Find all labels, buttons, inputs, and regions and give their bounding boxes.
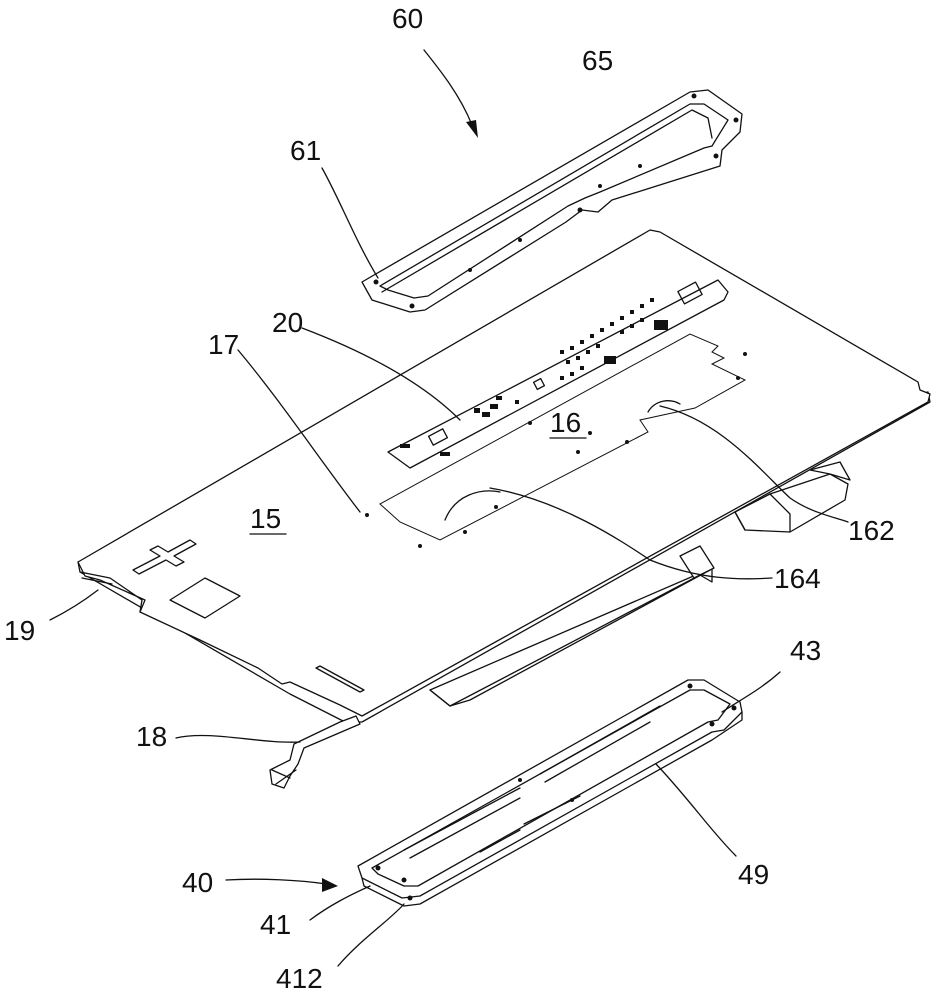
label-20: 20 — [272, 307, 303, 338]
leader-19 — [49, 589, 99, 621]
cover-outline — [361, 89, 743, 313]
flex-18 — [269, 715, 361, 789]
leader-lines — [49, 49, 849, 967]
region-16 — [365, 333, 747, 548]
leader-162 — [659, 405, 849, 523]
board-components — [400, 298, 668, 456]
flex-cables — [429, 461, 851, 707]
board-chip-small — [532, 377, 546, 391]
leader-49 — [655, 763, 737, 857]
label-60: 60 — [392, 3, 423, 34]
tray-holes — [375, 683, 737, 901]
panel-square-window — [169, 577, 241, 619]
tray-inner — [371, 689, 731, 887]
tray-outline — [357, 679, 743, 899]
leader-18 — [175, 734, 301, 743]
leader-164 — [489, 487, 773, 580]
label-49: 49 — [738, 859, 769, 890]
cover-65 — [361, 89, 743, 313]
panel-edge-step — [79, 571, 143, 613]
cover-holes — [373, 93, 739, 309]
panel-top-surface — [77, 229, 931, 717]
board-chip — [427, 428, 449, 446]
label-65: 65 — [582, 45, 613, 76]
tray-side-49 — [361, 711, 743, 907]
region-opening-b — [444, 490, 501, 521]
label-15: 15 — [250, 503, 281, 534]
leader-40 — [225, 878, 327, 885]
cover-inner — [379, 103, 729, 299]
arrow-40 — [322, 878, 338, 892]
label-41: 41 — [260, 909, 291, 940]
leader-17 — [237, 349, 361, 513]
region-opening-a — [647, 400, 681, 413]
leader-20 — [301, 327, 461, 421]
panel-slot — [315, 665, 365, 693]
circuit-board — [387, 279, 729, 469]
label-18: 18 — [136, 721, 167, 752]
label-17: 17 — [208, 329, 239, 360]
tray-40 — [357, 679, 743, 907]
arrow-60 — [466, 120, 478, 138]
main-panel — [77, 229, 931, 723]
label-61: 61 — [290, 135, 321, 166]
leader-412 — [337, 903, 405, 967]
label-43: 43 — [790, 635, 821, 666]
label-162: 162 — [848, 515, 895, 546]
label-40: 40 — [182, 867, 213, 898]
label-412: 412 — [276, 963, 323, 994]
reference-numerals: 60 65 61 20 17 16 162 15 164 19 43 18 40… — [4, 3, 895, 994]
leader-60 — [423, 49, 473, 126]
board-chip-large — [677, 281, 703, 305]
leader-41 — [309, 885, 371, 921]
panel-cross-cutout — [132, 539, 197, 575]
leader-43 — [721, 671, 781, 713]
panel-edge-line — [81, 577, 113, 585]
label-19: 19 — [4, 615, 35, 646]
flex-tail — [269, 715, 361, 789]
region-outline — [379, 333, 747, 541]
label-164: 164 — [774, 563, 821, 594]
cable-162-lower — [734, 473, 849, 533]
label-16: 16 — [550, 407, 581, 438]
board-outline — [387, 279, 729, 469]
leader-61 — [321, 167, 379, 279]
